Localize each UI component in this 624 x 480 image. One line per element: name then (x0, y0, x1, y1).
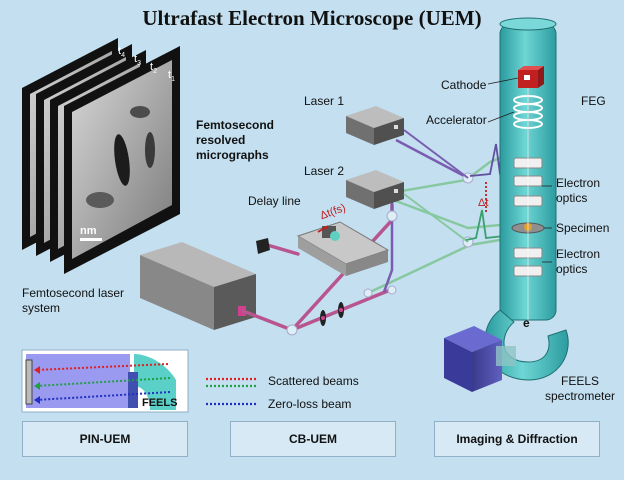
delta-t-label: Δt (478, 197, 489, 209)
lens-pair-icon (320, 302, 344, 326)
accelerator-coil-icon (513, 88, 543, 140)
micrograph-frame-1 (64, 46, 180, 274)
femto-micrographs-label: Femtosecond resolved micrographs (196, 118, 275, 162)
frame-time-3: t3 (134, 53, 141, 68)
mode-imaging-diffraction-button[interactable]: Imaging & Diffraction (434, 421, 600, 457)
delay-mirror-icon (256, 238, 270, 254)
cathode-label: Cathode (441, 78, 487, 92)
femto-laser-system-label: Femtosecond laser system (22, 286, 125, 315)
laser-1-box (346, 106, 404, 145)
frame-time-4: t4 (118, 45, 125, 60)
inset-feels-label: FEELS (142, 397, 178, 409)
frame-time-2: t2 (150, 61, 157, 76)
delay-line-stage (296, 221, 390, 276)
laser-2-box (346, 170, 404, 209)
spectrometer-icon (444, 326, 516, 392)
accelerator-label: Accelerator (426, 113, 487, 127)
scale-bar-icon (80, 238, 102, 241)
electron-optics-lower-label: Electron optics (556, 247, 601, 276)
legend-scattered: Scattered beams (268, 374, 359, 388)
mode-pin-uem-button[interactable]: PIN-UEM (22, 421, 188, 457)
probe-beam-path-purple (382, 138, 469, 293)
mode-cb-uem-button[interactable]: CB-UEM (230, 421, 396, 457)
laser-1-beam (403, 129, 469, 179)
feels-inset (21, 349, 189, 413)
laser-2-beam (403, 193, 469, 243)
delay-line-label: Delay line (248, 194, 301, 208)
scale-bar-label: nm (80, 225, 97, 237)
microscope-column (499, 17, 557, 321)
micrograph-stack (22, 38, 180, 274)
frame-time-1: t1 (168, 69, 175, 84)
electron-symbol: e (523, 316, 530, 330)
femtosecond-laser-box (140, 242, 256, 330)
feg-label: FEG (581, 94, 606, 108)
page-title: Ultrafast Electron Microscope (UEM) (142, 6, 482, 30)
cathode-icon (518, 66, 544, 88)
feels-spectrometer-label: FEELS spectrometer (544, 374, 616, 403)
specimen-label: Specimen (556, 221, 610, 235)
laser-2-label: Laser 2 (304, 164, 345, 178)
legend-zero-loss: Zero-loss beam (268, 397, 352, 411)
electron-optics-upper-label: Electron optics (556, 176, 601, 205)
leader-lines (487, 77, 552, 263)
laser-1-label: Laser 1 (304, 94, 345, 108)
